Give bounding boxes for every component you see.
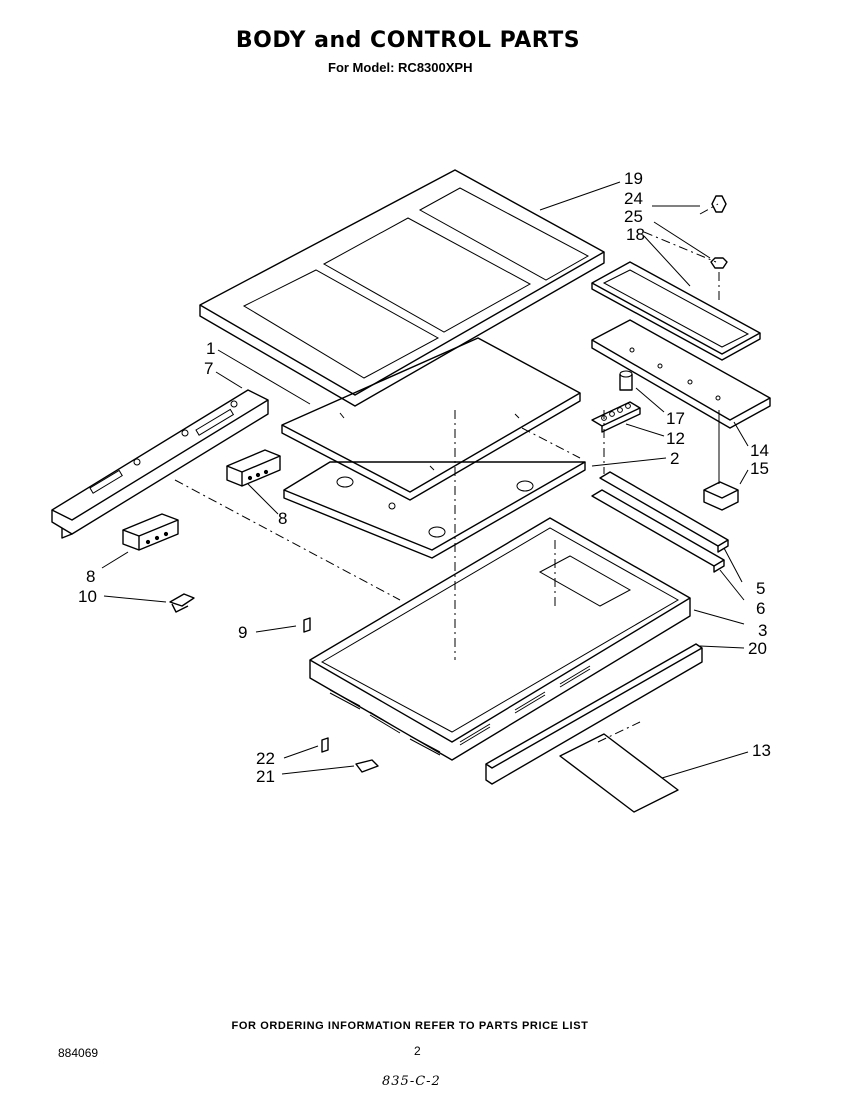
part-3-body-chassis: [309, 517, 691, 761]
part-24-knob: [711, 195, 727, 213]
callout-21: 21: [256, 767, 275, 786]
alignment-lines: [174, 203, 720, 743]
callout-15: 15: [750, 459, 769, 478]
part-5-trim-strip: [599, 471, 729, 553]
callout-9: 9: [238, 623, 247, 642]
part-8-terminal-block-lower: [122, 513, 179, 551]
part-18-control-overlay: [591, 261, 761, 361]
callout-12: 12: [666, 429, 685, 448]
callout-8-upper: 8: [278, 509, 287, 528]
callout-14: 14: [750, 441, 769, 460]
callout-3: 3: [758, 621, 767, 640]
part-7-side-rail: [51, 389, 269, 539]
callout-22: 22: [256, 749, 275, 768]
part-21-bracket: [355, 759, 379, 773]
part-2-burner-box: [283, 461, 586, 559]
callout-labels: 19 24 25 18 1 7 17 12 2 14 15 8 8 5 6 10…: [78, 169, 771, 786]
part-20-rear-rail: [485, 643, 703, 785]
part-1-glass-panel: [281, 337, 581, 501]
ordering-info-note: FOR ORDERING INFORMATION REFER TO PARTS …: [231, 1020, 589, 1032]
part-12-switch-block: [591, 401, 641, 433]
handwritten-note: 835-C-2: [382, 1074, 441, 1089]
callout-19: 19: [624, 169, 643, 188]
callout-5: 5: [756, 579, 765, 598]
part-17-knob-insert: [619, 370, 633, 391]
model-subtitle: For Model: RC8300XPH: [328, 60, 473, 75]
part-6-trim-strip: [591, 489, 725, 573]
part-25-nut: [710, 257, 728, 269]
callout-6: 6: [756, 599, 765, 618]
document-number: 884069: [58, 1046, 99, 1060]
page-title: BODY and CONTROL PARTS: [235, 28, 581, 53]
part-22-clip: [321, 737, 329, 753]
part-10-clip: [169, 593, 195, 613]
callout-18: 18: [626, 225, 645, 244]
leader-lines: [101, 181, 749, 779]
callout-25: 25: [624, 207, 643, 226]
part-14-control-housing: [591, 319, 771, 429]
page-number: 2: [414, 1044, 421, 1058]
part-15-switch: [703, 410, 739, 511]
callout-13: 13: [752, 741, 771, 760]
part-13-bottom-plate: [559, 733, 679, 813]
part-9-clip: [303, 617, 311, 633]
callout-1: 1: [206, 339, 215, 358]
callout-8-lower: 8: [86, 567, 95, 586]
callout-7: 7: [204, 359, 213, 378]
part-19-cooktop-frame: [199, 169, 605, 407]
callout-2: 2: [670, 449, 679, 468]
callout-24: 24: [624, 189, 643, 208]
part-8-terminal-block-upper: [226, 449, 281, 487]
callout-10: 10: [78, 587, 97, 606]
callout-17: 17: [666, 409, 685, 428]
callout-20: 20: [748, 639, 767, 658]
